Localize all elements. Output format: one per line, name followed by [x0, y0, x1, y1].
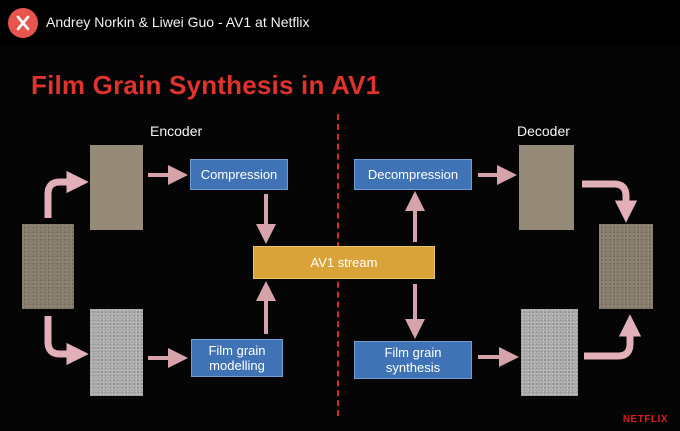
synthesized-grain-frame: [521, 309, 578, 396]
compression-box: Compression: [190, 159, 288, 190]
channel-avatar[interactable]: [8, 8, 38, 38]
grain-frame-encoder: [90, 309, 143, 396]
decompression-box: Decompression: [354, 159, 472, 190]
flow-arrows: [44, 165, 642, 368]
x-logo-icon: [16, 15, 30, 31]
av1-stream-label: AV1 stream: [310, 255, 378, 270]
video-title[interactable]: Andrey Norkin & Liwei Guo - AV1 at Netfl…: [46, 14, 310, 30]
film-grain-modelling-box: Film grain modelling: [191, 339, 283, 377]
av1-stream-box: AV1 stream: [253, 246, 435, 279]
output-frame: [599, 224, 653, 309]
netflix-logo: NETFLIX: [622, 414, 668, 425]
encoder-label: Encoder: [150, 123, 203, 139]
compression-label: Compression: [200, 167, 278, 182]
curved-arrow-source-to-grain: [44, 316, 89, 366]
decompression-label: Decompression: [367, 167, 459, 182]
video-header: Andrey Norkin & Liwei Guo - AV1 at Netfl…: [0, 0, 680, 46]
film-grain-synthesis-line1: Film grain: [384, 345, 442, 360]
slide-title: Film Grain Synthesis in AV1: [31, 70, 381, 100]
decoded-frame: [519, 145, 574, 230]
decoder-label: Decoder: [517, 123, 570, 139]
presentation-slide: Film Grain Synthesis in AV1 Encoder Deco…: [0, 46, 680, 431]
curved-arrow-decoded-to-output: [582, 180, 638, 223]
film-grain-modelling-line2: modelling: [209, 358, 265, 373]
source-frame: [22, 224, 74, 309]
curved-arrow-source-to-denoised: [44, 170, 89, 218]
film-grain-modelling-line1: Film grain: [208, 343, 266, 358]
film-grain-synthesis-line2: synthesis: [385, 360, 441, 375]
denoised-frame-encoder: [90, 145, 143, 230]
film-grain-synthesis-box: Film grain synthesis: [354, 341, 472, 379]
curved-arrow-grain-to-output: [584, 314, 642, 360]
